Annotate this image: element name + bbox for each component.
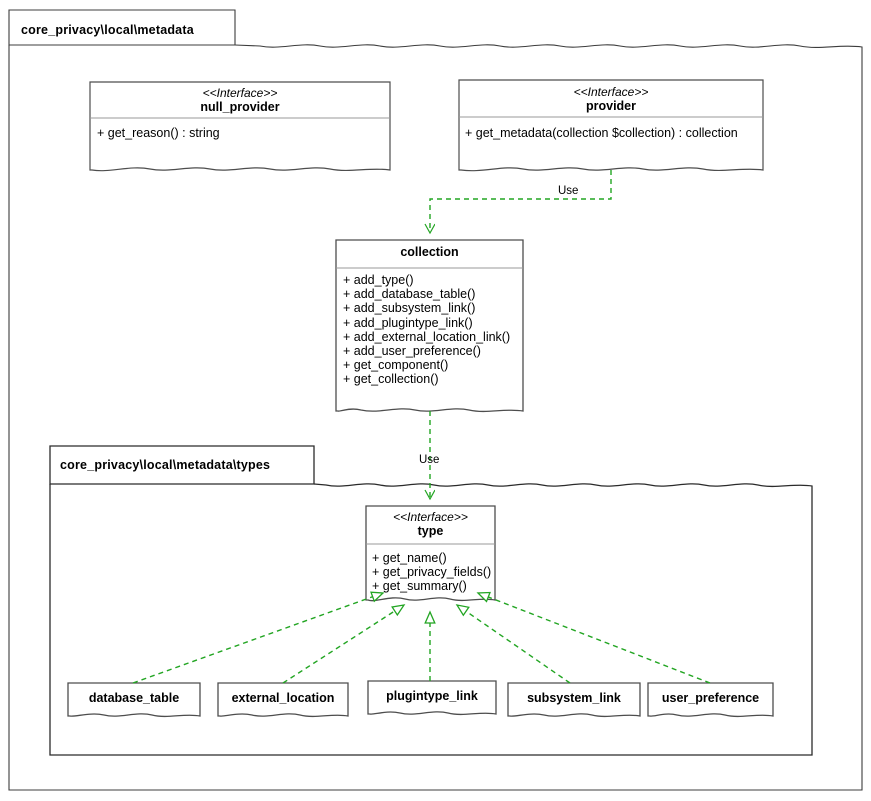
class-name-wrap-external-location: external_location bbox=[218, 691, 348, 705]
class-member-collection-add-subsystem-link: + add_subsystem_link() bbox=[343, 301, 476, 316]
class-member-collection-add-database-table: + add_database_table() bbox=[343, 287, 476, 302]
relation-label-provider-uses-collection: Use bbox=[558, 185, 579, 197]
class-header-null-provider: <<Interface>> null_provider bbox=[90, 86, 390, 114]
relation-user-preference-realizes-type bbox=[476, 591, 711, 684]
class-name-external-location: external_location bbox=[231, 691, 335, 705]
relation-external-location-realizes-type bbox=[282, 604, 406, 684]
relation-provider-uses-collection bbox=[430, 170, 612, 232]
class-member-type-get-summary: + get_summary() bbox=[372, 579, 467, 594]
relation-database-table-realizes-type bbox=[132, 591, 385, 684]
package-core-privacy-local-metadata-types-frame bbox=[49, 445, 813, 756]
class-name-wrap-subsystem-link: subsystem_link bbox=[508, 691, 640, 705]
class-member-type-get-name: + get_name() bbox=[372, 551, 447, 565]
class-member-collection-get-collection: + get_collection() bbox=[343, 372, 439, 387]
class-name-provider: provider bbox=[585, 99, 636, 113]
class-header-provider: <<Interface>> provider bbox=[459, 85, 763, 113]
class-member-type-get-privacy-fields: + get_privacy_fields() bbox=[372, 565, 492, 580]
class-member-collection-get-component: + get_component() bbox=[343, 358, 449, 373]
class-name-wrap-plugintype-link: plugintype_link bbox=[368, 689, 496, 703]
class-members-type: + get_name() + get_privacy_fields() + ge… bbox=[372, 551, 491, 594]
class-header-type: <<Interface>> type bbox=[366, 510, 495, 538]
class-stereotype-provider: <<Interface>> bbox=[573, 85, 649, 99]
class-name-wrap-user-preference: user_preference bbox=[648, 691, 773, 705]
class-name-subsystem-link: subsystem_link bbox=[527, 691, 621, 705]
class-header-collection: collection bbox=[336, 245, 523, 259]
class-member-collection-add-user-preference: + add_user_preference() bbox=[343, 344, 481, 359]
class-name-plugintype-link: plugintype_link bbox=[386, 689, 478, 703]
class-member-collection-add-external-location-link: + add_external_location_link() bbox=[343, 329, 511, 344]
class-member-null-provider-get-reason: + get_reason() : string bbox=[97, 126, 220, 140]
class-stereotype-null-provider: <<Interface>> bbox=[202, 86, 278, 100]
class-name-user-preference: user_preference bbox=[661, 691, 760, 705]
class-name-database-table: database_table bbox=[88, 691, 180, 705]
class-member-provider-get-metadata: + get_metadata(collection $collection) :… bbox=[465, 126, 738, 140]
class-name-type: type bbox=[417, 524, 444, 538]
class-name-wrap-database-table: database_table bbox=[68, 691, 200, 705]
class-member-collection-add-type: + add_type() bbox=[343, 273, 414, 287]
class-members-collection: + add_type() + add_database_table() + ad… bbox=[343, 273, 510, 387]
relation-subsystem-link-realizes-type bbox=[455, 604, 571, 684]
class-member-collection-add-plugintype-link: + add_plugintype_link() bbox=[343, 315, 473, 330]
package-label-core-privacy-local-metadata: core_privacy\local\metadata bbox=[21, 23, 194, 37]
class-name-null-provider: null_provider bbox=[200, 100, 280, 114]
relation-label-collection-uses-type: Use bbox=[419, 454, 440, 466]
package-label-core-privacy-local-metadata-types: core_privacy\local\metadata\types bbox=[60, 458, 271, 472]
class-name-collection: collection bbox=[400, 245, 459, 259]
class-stereotype-type: <<Interface>> bbox=[393, 510, 468, 524]
